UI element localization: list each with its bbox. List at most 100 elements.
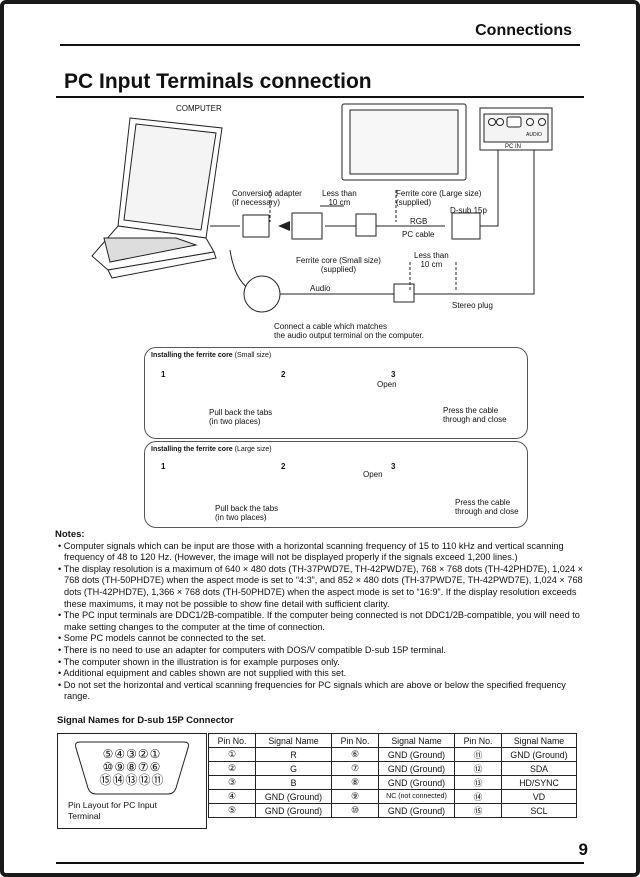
table-cell: B — [255, 775, 332, 790]
table-row: ④ GND (Ground) ⑨ NC (not connected) ⑭ VD — [208, 789, 577, 804]
note-item: • Computer signals which can be input ar… — [58, 540, 564, 563]
table-cell: ⑥ — [331, 747, 379, 762]
column-header: Pin No. — [454, 733, 502, 748]
ferrite-small-title: Installing the ferrite core (Small size) — [151, 352, 272, 359]
table-header-row: Pin No. Signal Name Pin No. Signal Name … — [208, 733, 577, 748]
ferrite-large-label: Ferrite core (Large size) (supplied) — [396, 189, 482, 207]
table-cell: ④ — [208, 789, 256, 804]
note-item: • The display resolution is a maximum of… — [58, 563, 584, 609]
table-cell: R — [255, 747, 332, 762]
table-cell: ② — [208, 761, 256, 776]
laptop-illustration — [91, 117, 223, 279]
column-header: Pin No. — [331, 733, 379, 748]
note-item: • Additional equipment and cables shown … — [58, 668, 347, 679]
table-cell: NC (not connected) — [378, 789, 455, 804]
ferrite-small-step-2: 2 — [281, 370, 286, 379]
table-cell: ⑨ — [331, 789, 379, 804]
ferrite-large-step-1: 1 — [161, 462, 166, 471]
table-cell: SDA — [501, 761, 577, 776]
note-item: • There is no need to use an adapter for… — [58, 644, 446, 655]
table-cell: G — [255, 761, 332, 776]
note-item: • The computer shown in the illustration… — [58, 656, 340, 667]
note-item: • The PC input terminals are DDC1/2B-com… — [58, 610, 580, 632]
stereo-plug-label: Stereo plug — [452, 301, 493, 310]
audio-terminal-label: AUDIO — [526, 132, 542, 138]
terminal-panel-illustration — [479, 107, 553, 151]
less-than-label-1: Less than 10 cm — [322, 189, 357, 207]
ferrite-small-press-label: Press the cable through and close — [443, 406, 507, 424]
notes-title: Notes: — [55, 529, 85, 540]
table-cell: ⑬ — [454, 775, 502, 790]
less-than-label-2: Less than 10 cm — [414, 251, 449, 269]
table-cell: ① — [208, 747, 256, 762]
table-cell: ⑮ — [454, 803, 502, 818]
connector-row-1: ⑤④③②① — [102, 747, 162, 761]
column-header: Signal Name — [378, 733, 455, 748]
ferrite-large-step-2: 2 — [281, 462, 286, 471]
ferrite-small-step-3: 3 — [391, 370, 396, 379]
table-cell: SCL — [501, 803, 577, 818]
table-row: ⑤ GND (Ground) ⑩ GND (Ground) ⑮ SCL — [208, 803, 577, 818]
ferrite-small-box: Installing the ferrite core (Small size)… — [144, 347, 528, 439]
ferrite-small-open-label: Open — [377, 380, 397, 389]
table-cell: ⑤ — [208, 803, 256, 818]
pc-cable-label: PC cable — [402, 230, 435, 239]
pin-layout-label: Pin Layout for PC Input Terminal — [68, 800, 157, 821]
table-cell: ⑧ — [331, 775, 379, 790]
table-cell: ③ — [208, 775, 256, 790]
dsub-label: D-sub 15p — [450, 206, 487, 215]
title-rule — [56, 96, 584, 98]
table-cell: GND (Ground) — [378, 747, 455, 762]
ferrite-large-open-label: Open — [363, 470, 383, 479]
page-title: PC Input Terminals connection — [64, 70, 372, 93]
ferrite-small-step-1: 1 — [161, 370, 166, 379]
ferrite-large-pull-label: Pull back the tabs (in two places) — [215, 504, 279, 522]
connector-row-2: ⑩⑨⑧⑦⑥ — [102, 760, 162, 774]
table-cell: GND (Ground) — [255, 789, 332, 804]
connect-note-label: Connect a cable which matches the audio … — [274, 322, 424, 340]
table-cell: HD/SYNC — [501, 775, 577, 790]
table-cell: ⑩ — [331, 803, 379, 818]
audio-label: Audio — [310, 284, 331, 293]
table-row: ① R ⑥ GND (Ground) ⑪ GND (Ground) — [208, 747, 577, 762]
table-cell: GND (Ground) — [378, 761, 455, 776]
note-item: • Some PC models cannot be connected to … — [58, 633, 267, 644]
section-title: Connections — [475, 22, 572, 39]
signal-table-title: Signal Names for D-sub 15P Connector — [57, 715, 234, 726]
table-cell: ⑫ — [454, 761, 502, 776]
column-header: Pin No. — [208, 733, 256, 748]
footer-rule — [56, 862, 584, 864]
table-cell: GND (Ground) — [378, 803, 455, 818]
ferrite-small-label: Ferrite core (Small size) (supplied) — [296, 256, 381, 274]
pc-in-label: PC IN — [505, 144, 522, 150]
ferrite-large-press-label: Press the cable through and close — [455, 498, 519, 516]
dsub-connector-icon — [75, 741, 189, 795]
table-row: ③ B ⑧ GND (Ground) ⑬ HD/SYNC — [208, 775, 577, 790]
ferrite-large-title: Installing the ferrite core (Large size) — [151, 446, 272, 453]
table-cell: GND (Ground) — [378, 775, 455, 790]
table-cell: VD — [501, 789, 577, 804]
table-cell: ⑪ — [454, 747, 502, 762]
connector-row-3: ⑮⑭⑬⑫⑪ — [99, 773, 165, 787]
table-cell: ⑭ — [454, 789, 502, 804]
column-header: Signal Name — [501, 733, 577, 748]
ferrite-small-pull-label: Pull back the tabs (in two places) — [209, 408, 273, 426]
connector-pin-layout: ⑤④③②① ⑩⑨⑧⑦⑥ ⑮⑭⑬⑫⑪ Pin Layout for PC Inpu… — [57, 733, 207, 829]
notes-section: Notes: • Computer signals which can be i… — [55, 529, 591, 703]
page-number: 9 — [578, 840, 588, 859]
note-item: • Do not set the horizontal and vertical… — [58, 679, 566, 702]
section-header: Connections — [60, 22, 580, 46]
conversion-adapter-label: Conversion adapter (if necessary) — [232, 189, 302, 207]
signal-table: Pin No. Signal Name Pin No. Signal Name … — [208, 733, 577, 818]
rgb-label: RGB — [410, 217, 428, 226]
table-cell: ⑦ — [331, 761, 379, 776]
ferrite-large-step-3: 3 — [391, 462, 396, 471]
display-illustration — [341, 103, 467, 181]
computer-label: COMPUTER — [176, 104, 222, 113]
table-cell: GND (Ground) — [501, 747, 577, 762]
table-row: ② G ⑦ GND (Ground) ⑫ SDA — [208, 761, 577, 776]
table-cell: GND (Ground) — [255, 803, 332, 818]
ferrite-large-box: Installing the ferrite core (Large size)… — [144, 441, 528, 528]
